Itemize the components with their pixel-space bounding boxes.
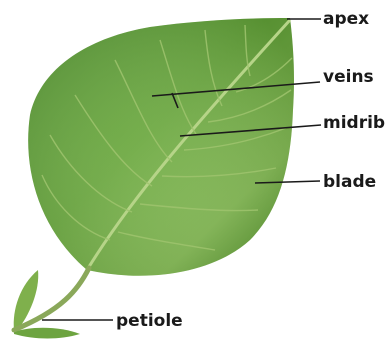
label-midrib: midrib [323, 113, 385, 133]
label-petiole: petiole [116, 311, 183, 331]
label-veins: veins [323, 67, 374, 87]
leaf-blade [28, 18, 294, 276]
label-blade: blade [323, 172, 376, 192]
label-apex: apex [323, 9, 369, 29]
